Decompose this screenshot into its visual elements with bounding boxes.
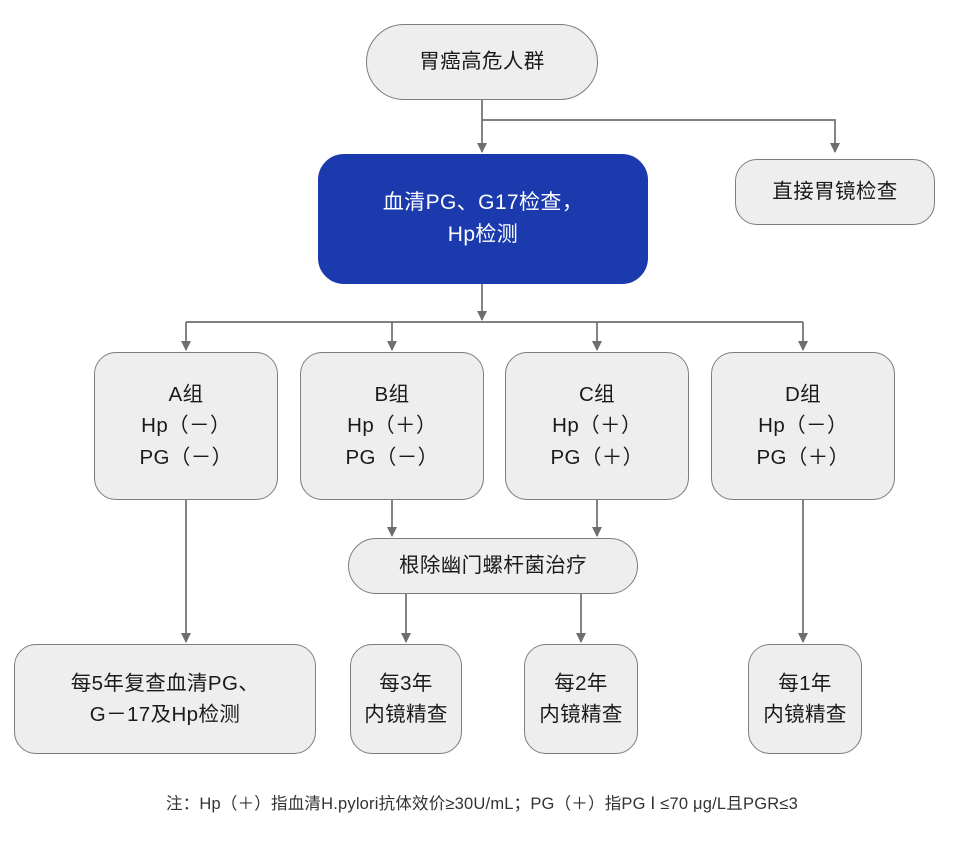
node-outcome-b[interactable]: 每3年 内镜精查 bbox=[350, 644, 462, 754]
node-outcome-a[interactable]: 每5年复查血清PG、 G－17及Hp检测 bbox=[14, 644, 316, 754]
node-group-a[interactable]: A组 Hp（－） PG（－） bbox=[94, 352, 278, 500]
node-line: 内镜精查 bbox=[364, 703, 448, 726]
node-outcome-d[interactable]: 每1年 内镜精查 bbox=[748, 644, 862, 754]
node-line: 血清PG、G17检查， bbox=[382, 191, 584, 215]
node-line: 每5年复查血清PG、 bbox=[70, 671, 260, 695]
group-hp-status: Hp（－） bbox=[758, 414, 848, 438]
group-hp-status: Hp（＋） bbox=[347, 414, 437, 438]
node-hp-eradication-therapy[interactable]: 根除幽门螺杆菌治疗 bbox=[348, 538, 638, 594]
node-serum-screening[interactable]: 血清PG、G17检查， Hp检测 bbox=[318, 154, 648, 284]
group-label: A组 bbox=[168, 383, 204, 407]
node-line: Hp检测 bbox=[447, 223, 519, 246]
edge-split-to-direct bbox=[482, 119, 841, 154]
node-line: 胃癌高危人群 bbox=[419, 50, 545, 74]
group-label: C组 bbox=[578, 383, 616, 407]
group-hp-status: Hp（＋） bbox=[552, 414, 642, 438]
node-group-b[interactable]: B组 Hp（＋） PG（－） bbox=[300, 352, 484, 500]
node-outcome-c[interactable]: 每2年 内镜精查 bbox=[524, 644, 638, 754]
node-line: 内镜精查 bbox=[763, 703, 847, 726]
group-hp-status: Hp（－） bbox=[141, 414, 231, 438]
node-line: 每3年 bbox=[379, 671, 433, 695]
group-pg-status: PG（＋） bbox=[550, 445, 644, 469]
node-line: 内镜精查 bbox=[539, 703, 623, 726]
group-pg-status: PG（－） bbox=[139, 445, 233, 469]
node-line: G－17及Hp检测 bbox=[89, 703, 241, 726]
group-label: D组 bbox=[784, 383, 822, 407]
group-label: B组 bbox=[374, 383, 410, 407]
node-direct-endoscopy[interactable]: 直接胃镜检查 bbox=[735, 159, 935, 225]
node-line: 每2年 bbox=[554, 671, 608, 695]
node-group-c[interactable]: C组 Hp（＋） PG（＋） bbox=[505, 352, 689, 500]
diagram-footnote: 注：Hp（＋）指血清H.pylori抗体效价≥30U/mL；PG（＋）指PG Ⅰ… bbox=[166, 795, 798, 813]
node-high-risk-population[interactable]: 胃癌高危人群 bbox=[366, 24, 598, 100]
group-pg-status: PG（＋） bbox=[756, 445, 850, 469]
node-line: 直接胃镜检查 bbox=[772, 180, 898, 204]
node-group-d[interactable]: D组 Hp（－） PG（＋） bbox=[711, 352, 895, 500]
group-pg-status: PG（－） bbox=[345, 445, 439, 469]
node-line: 根除幽门螺杆菌治疗 bbox=[398, 554, 588, 578]
node-line: 每1年 bbox=[778, 671, 832, 695]
